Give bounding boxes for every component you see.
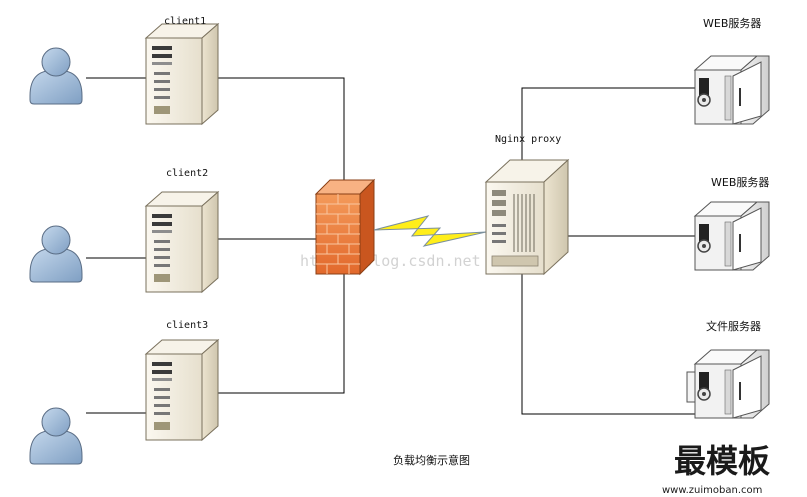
server-tower-icon — [145, 23, 219, 125]
brand-name: 最模板 — [674, 442, 770, 480]
web-server-2-label: WEB服务器 — [711, 176, 769, 189]
link-client3-to-firewall — [218, 268, 345, 394]
user-icon — [29, 407, 83, 465]
link-client1-to-firewall — [218, 77, 345, 188]
file-server-label: 文件服务器 — [706, 319, 761, 333]
lightning-link-icon — [373, 215, 487, 247]
brand-url: www.zuimoban.com — [662, 485, 762, 496]
client1-label: client1 — [164, 16, 206, 27]
proxy-label: Nginx proxy — [495, 134, 561, 145]
firewall-brick-icon — [314, 178, 376, 276]
diagram-caption: 负载均衡示意图 — [393, 453, 470, 467]
connection-lines — [86, 77, 695, 415]
file-server-cabinet-icon — [686, 349, 770, 419]
client2-label: client2 — [166, 168, 208, 179]
server-tower-icon — [145, 339, 219, 441]
brand-logo: 最模板 www.zuimoban.com — [662, 442, 770, 496]
web-server-cabinet-icon — [694, 201, 770, 271]
web-server-cabinet-icon — [694, 55, 770, 125]
link-proxy-to-fileserver — [521, 274, 695, 415]
link-proxy-to-web1 — [521, 87, 695, 168]
user-icon — [29, 225, 83, 283]
web-server-1-label: WEB服务器 — [703, 17, 761, 30]
client3-label: client3 — [166, 320, 208, 331]
proxy-server-icon — [484, 158, 570, 276]
user-icon — [29, 47, 83, 105]
server-tower-icon — [145, 191, 219, 293]
